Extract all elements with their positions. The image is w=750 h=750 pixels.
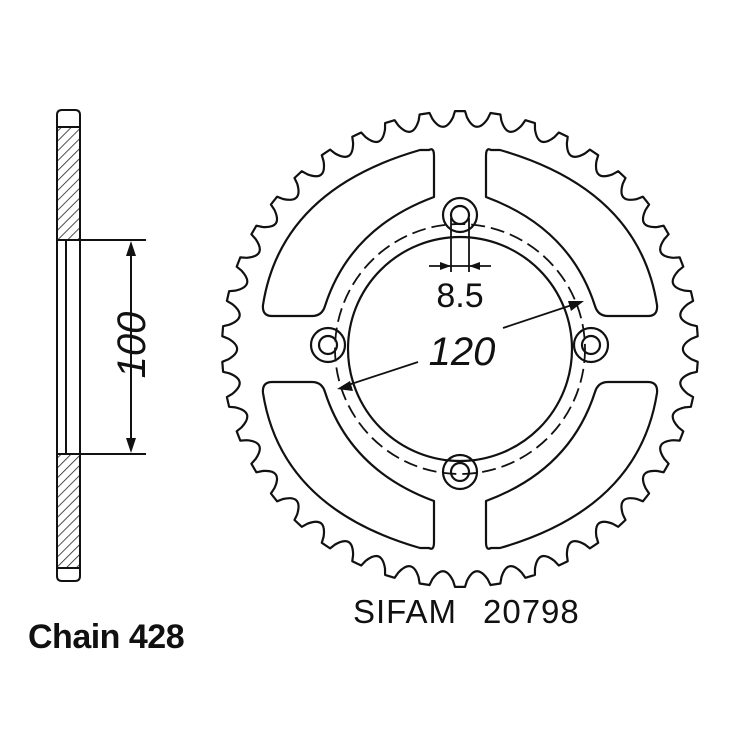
side-dimension-label: 100 (110, 312, 154, 379)
cutout-top-left (261, 148, 436, 318)
bolt-hole-bottom (441, 453, 479, 491)
bolt-circle-arrow-left (337, 381, 353, 391)
part-number: 20798 (483, 593, 580, 630)
side-view-lower-hatch (56, 453, 81, 569)
bolt-circle-dimension-line-upper (502, 302, 579, 329)
dimension-arrow-top (126, 241, 136, 256)
side-view-bottom-tip (56, 568, 81, 582)
hole-dimension-arrow-right (469, 262, 480, 270)
side-view-hub (56, 239, 81, 455)
bolt-circle-dimension-label: 120 (429, 330, 496, 374)
side-view (56, 109, 146, 582)
bolt-circle-arrow-right (568, 301, 584, 311)
bolt-hole-left (309, 326, 347, 364)
side-view-upper-hatch (56, 126, 81, 241)
bolt-hole-right (572, 326, 610, 364)
sprocket-teeth-outline (221, 110, 699, 588)
sprocket-face: 8.5 120 (221, 110, 699, 588)
side-view-top-tip (56, 109, 81, 127)
cutout-bottom-right (484, 380, 659, 550)
hole-dimension-label: 8.5 (436, 277, 483, 315)
center-hole (346, 235, 574, 463)
bolt-circle-dimension-line-lower (344, 361, 419, 387)
dimension-arrow-bottom (126, 438, 136, 453)
cutout-bottom-left (261, 380, 436, 550)
maker-label: SIFAM (353, 593, 457, 630)
bolt-hole-top (441, 196, 479, 234)
hole-dimension-arrow-left (440, 262, 451, 270)
cutout-top-right (484, 148, 659, 318)
chain-size-caption: Chain 428 (28, 618, 185, 656)
